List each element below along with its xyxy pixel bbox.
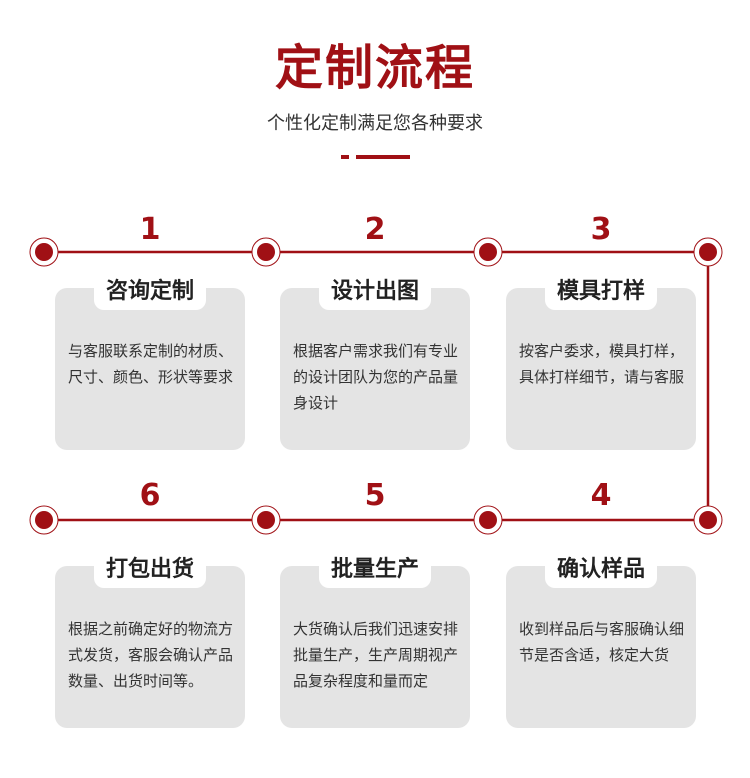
flow-node-corner-top xyxy=(693,237,723,267)
step-number-6: 6 xyxy=(139,478,161,513)
step-number-4: 4 xyxy=(590,478,612,513)
page-subtitle: 个性化定制满足您各种要求 xyxy=(267,113,483,134)
step-number-1: 1 xyxy=(139,212,161,247)
flow-node-3 xyxy=(473,237,503,267)
step-card-6: 打包出货 根据之前确定好的物流方式发货，客服会确认产品数量、出货时间等。 xyxy=(55,552,245,728)
step-card-title: 设计出图 xyxy=(318,274,432,310)
step-card-desc: 收到样品后与客服确认细节是否含适，核定大货 xyxy=(519,620,685,664)
page-title: 定制流程 xyxy=(274,40,475,96)
step-number-5: 5 xyxy=(364,478,386,513)
title-underline xyxy=(356,155,410,159)
step-card-title: 确认样品 xyxy=(544,552,658,588)
step-card-5: 批量生产 大货确认后我们迅速安排批量生产，生产周期视产品复杂程度和量而定 xyxy=(280,552,470,728)
flow-node-corner-bottom xyxy=(693,505,723,535)
flow-line xyxy=(44,250,710,522)
step-card-desc: 按客户委求，模具打样，具体打样细节，请与客服 xyxy=(519,342,685,386)
flow-node-4 xyxy=(473,505,503,535)
step-card-desc: 根据客户需求我们有专业的设计团队为您的产品量身设计 xyxy=(293,342,459,412)
flow-node-2 xyxy=(251,237,281,267)
step-card-title: 咨询定制 xyxy=(93,274,207,310)
step-card-2: 设计出图 根据客户需求我们有专业的设计团队为您的产品量身设计 xyxy=(280,274,470,450)
step-card-title: 模具打样 xyxy=(544,274,658,310)
flow-node-5 xyxy=(251,505,281,535)
step-card-4: 确认样品 收到样品后与客服确认细节是否含适，核定大货 xyxy=(506,552,696,728)
title-underline-dot xyxy=(341,155,349,159)
step-card-1: 咨询定制 与客服联系定制的材质、尺寸、颜色、形状等要求 xyxy=(55,274,245,450)
step-card-3: 模具打样 按客户委求，模具打样，具体打样细节，请与客服 xyxy=(506,274,696,450)
step-number-2: 2 xyxy=(364,212,386,247)
step-card-desc: 根据之前确定好的物流方式发货，客服会确认产品数量、出货时间等。 xyxy=(68,620,234,690)
step-number-3: 3 xyxy=(590,212,612,247)
step-card-title: 打包出货 xyxy=(93,552,207,588)
flow-node-6 xyxy=(29,505,59,535)
step-card-desc: 大货确认后我们迅速安排批量生产，生产周期视产品复杂程度和量而定 xyxy=(293,620,459,690)
step-card-desc: 与客服联系定制的材质、尺寸、颜色、形状等要求 xyxy=(68,342,234,386)
flow-node-1 xyxy=(29,237,59,267)
step-card-title: 批量生产 xyxy=(318,552,432,588)
